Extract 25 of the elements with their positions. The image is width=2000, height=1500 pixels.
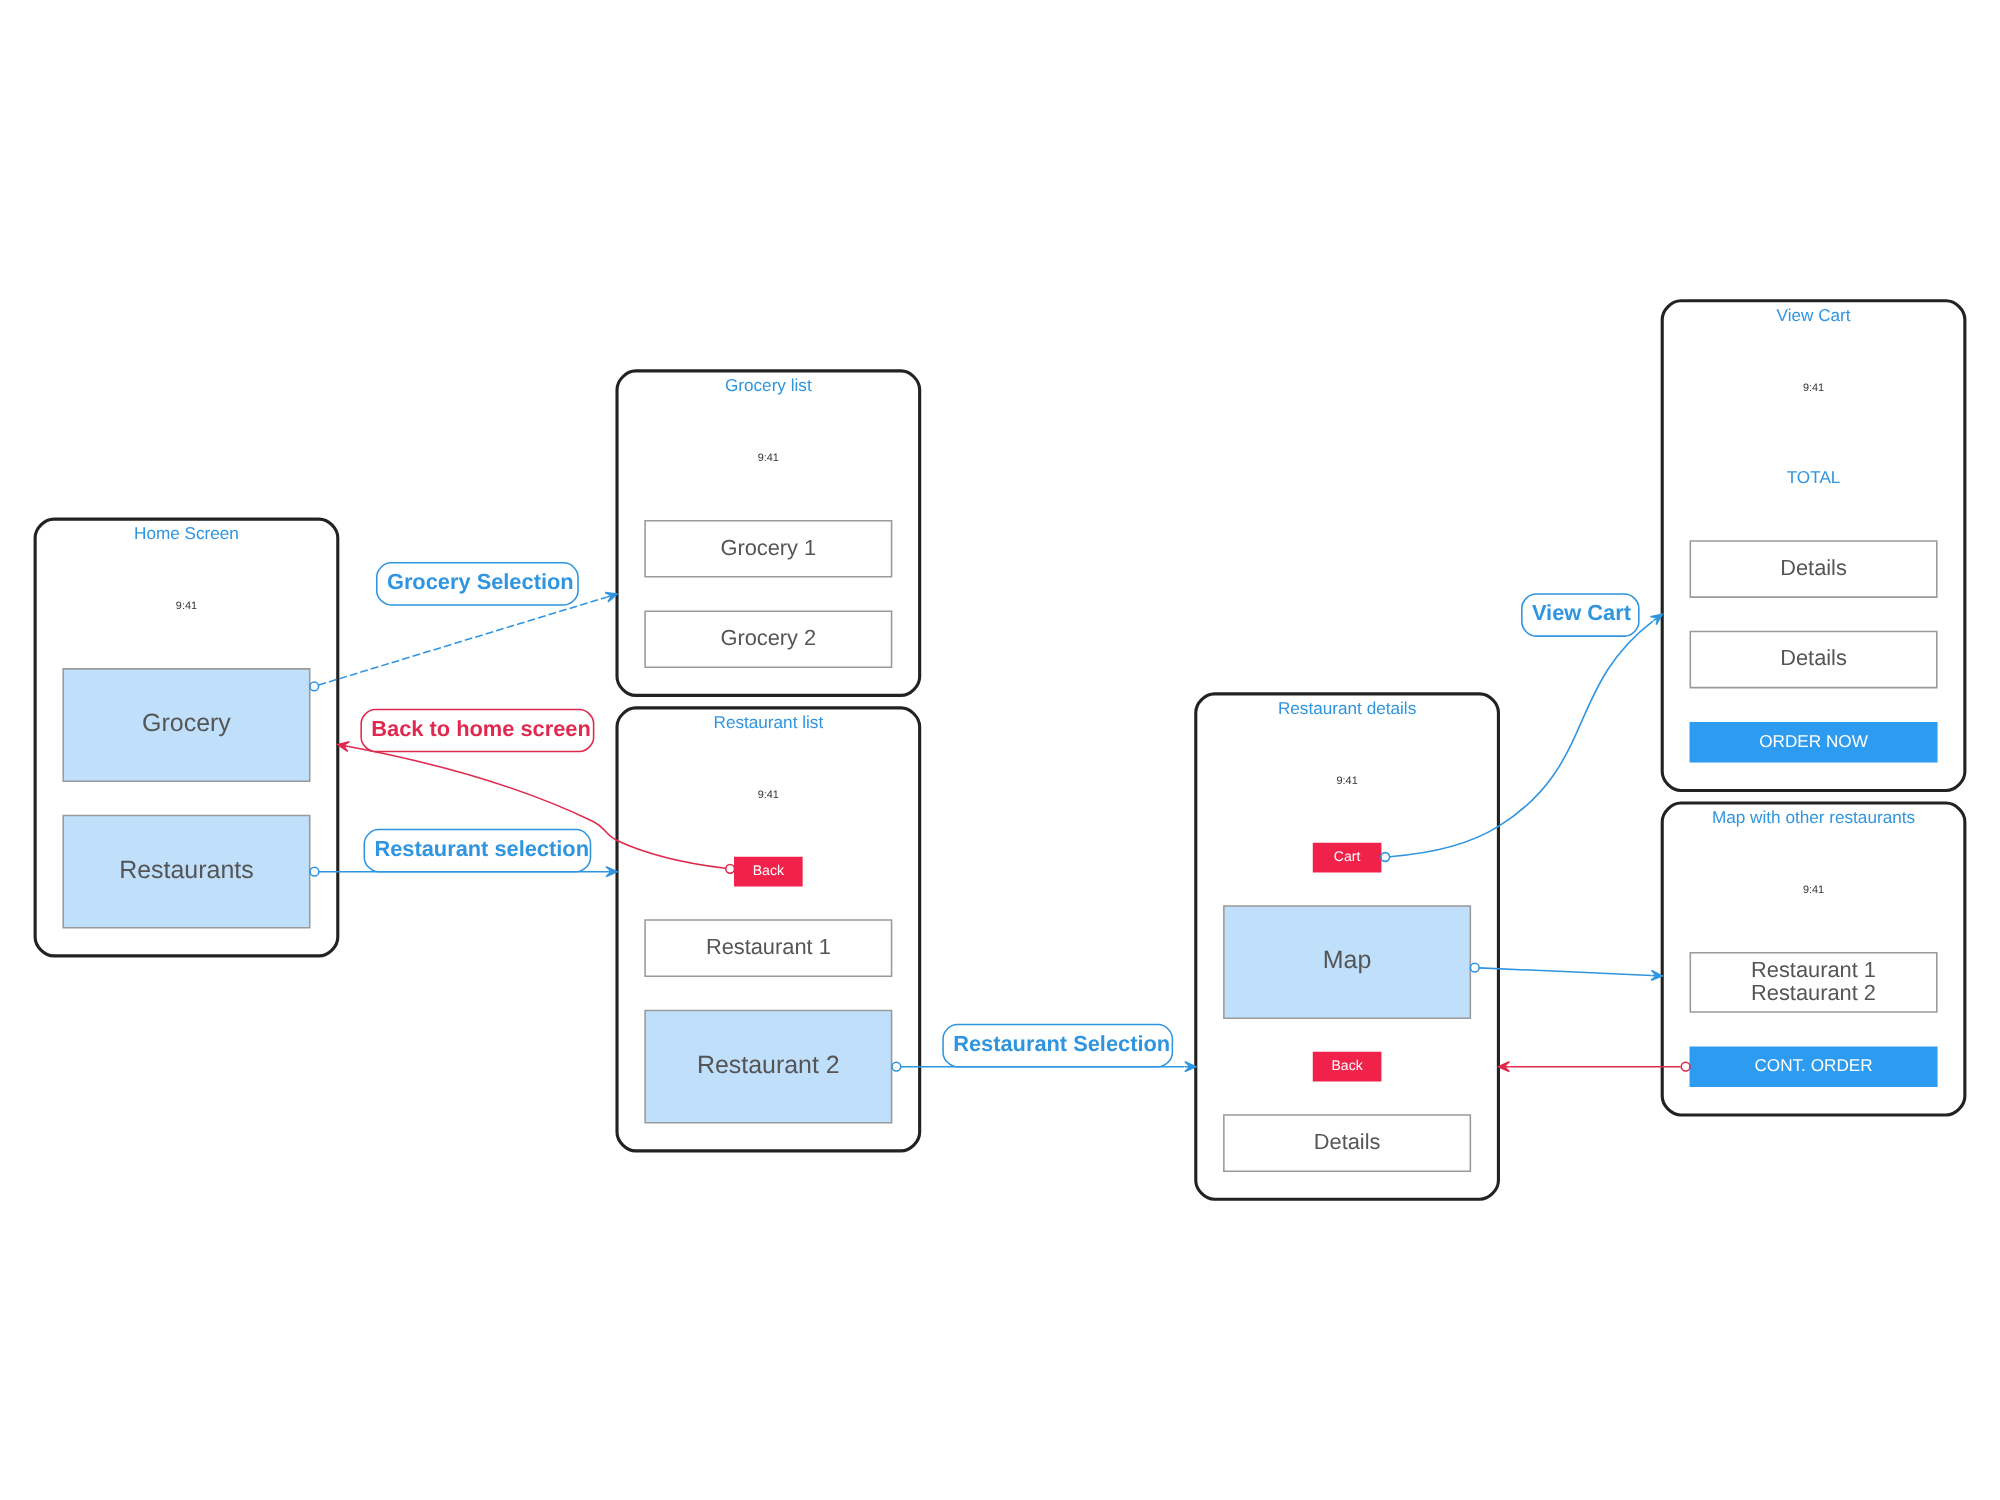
- node-box: Restaurant 1: [644, 919, 893, 977]
- arrow: [1469, 962, 1663, 982]
- edge-label: Restaurant selection: [374, 837, 589, 862]
- label: TOTAL: [1786, 466, 1841, 487]
- node-box: Map: [1223, 905, 1472, 1020]
- node-box: Details: [1223, 1114, 1472, 1172]
- arrow: [309, 591, 618, 692]
- node-box: Details: [1689, 630, 1938, 689]
- arrow: [1497, 1061, 1691, 1073]
- edge-label: Grocery Selection: [386, 570, 574, 595]
- node-box: CONT. ORDER: [1689, 1046, 1938, 1087]
- node-box: Restaurant 2: [644, 1009, 893, 1124]
- arrow: [309, 866, 618, 878]
- node-box: Restaurants: [62, 814, 311, 929]
- node-box: Grocery 1: [644, 519, 893, 578]
- edge-label: Back to home screen: [371, 717, 591, 742]
- edge-label: Restaurant Selection: [953, 1032, 1171, 1057]
- node-box: Details: [1689, 540, 1938, 598]
- node-box: ORDER NOW: [1689, 721, 1938, 763]
- node-box: Restaurant 1 Restaurant 2: [1689, 952, 1938, 1013]
- edge-label: View Cart: [1531, 602, 1631, 627]
- node-box: Grocery 2: [644, 610, 893, 669]
- arrow: [1380, 613, 1663, 863]
- arrow: [891, 1061, 1197, 1073]
- node-box: Grocery: [62, 668, 311, 782]
